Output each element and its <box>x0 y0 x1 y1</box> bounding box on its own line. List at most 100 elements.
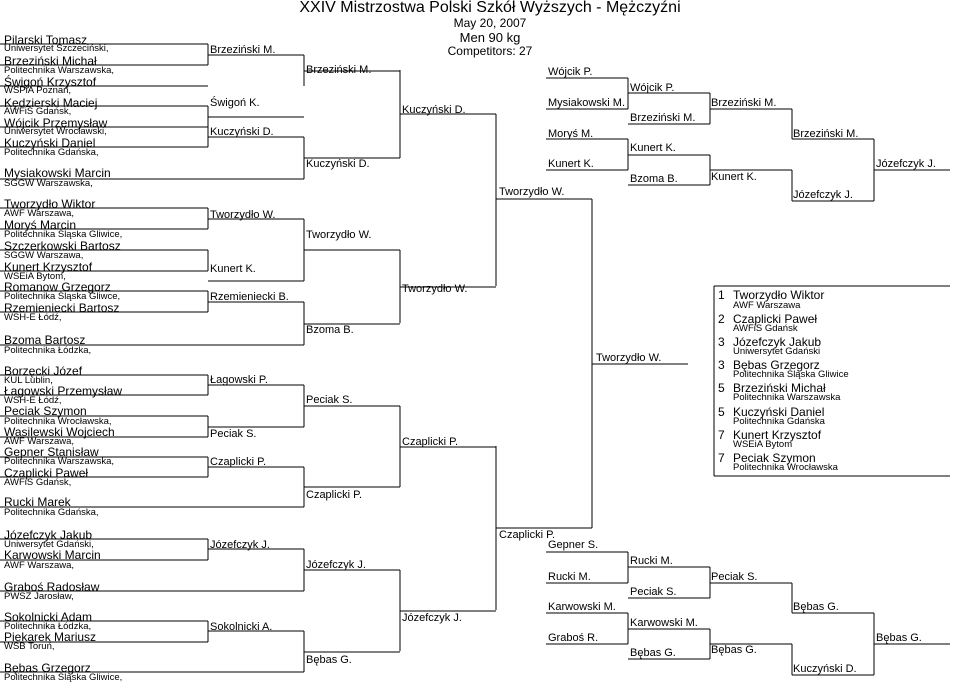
round1-winner[interactable]: Tworzydło W. <box>210 209 276 221</box>
competitor-name[interactable]: Szczerkowski Bartosz <box>4 239 121 253</box>
rank-place: 3 <box>718 335 725 349</box>
repechage-entry[interactable]: Brzeziński M. <box>793 128 859 140</box>
competitor-name[interactable]: Pilarski Tomasz <box>4 33 88 47</box>
repechage-entry[interactable]: Mysiakowski M. <box>548 97 626 109</box>
round1-winner[interactable]: Kuczyński D. <box>210 126 274 138</box>
round1-winner[interactable]: Czaplicki P. <box>210 456 267 468</box>
competitor-name[interactable]: Mysiakowski Marcin <box>4 166 111 180</box>
round2-winner[interactable]: Tworzydło W. <box>306 229 372 241</box>
rank-name: Czaplicki Paweł <box>733 312 818 326</box>
repechage-entry[interactable]: Gepner S. <box>548 539 599 551</box>
repechage-entry[interactable]: Bębas G. <box>630 647 676 659</box>
round3-winner[interactable]: Czaplicki P. <box>402 436 459 448</box>
competitor-name[interactable]: Bzoma Bartosz <box>4 333 86 347</box>
round3-winner[interactable]: Józefczyk J. <box>402 612 462 624</box>
repechage-entry[interactable]: Kunert K. <box>711 171 757 183</box>
repechage-entry[interactable]: Kuczyński D. <box>793 663 857 675</box>
round1-winner[interactable]: Kunert K. <box>210 263 256 275</box>
repechage-entry[interactable]: Bzoma B. <box>630 173 678 185</box>
rank-club: AWF Warszawa <box>733 300 801 311</box>
round2-winner[interactable]: Peciak S. <box>306 394 353 406</box>
rank-place: 1 <box>718 288 725 302</box>
repechage-entry[interactable]: Józefczyk J. <box>793 189 853 201</box>
round1-winner[interactable]: Świgoń K. <box>210 97 260 109</box>
round2-winner[interactable]: Bębas G. <box>306 654 352 666</box>
competitor-name[interactable]: Sokolnicki Adam <box>4 610 93 624</box>
repechage-entry[interactable]: Rucki M. <box>630 555 673 567</box>
repechage-entry[interactable]: Bębas G. <box>711 644 757 656</box>
round2-winner[interactable]: Czaplicki P. <box>306 489 363 501</box>
round2-winner[interactable]: Józefczyk J. <box>306 559 366 571</box>
repechage-entry[interactable]: Kunert K. <box>548 158 594 170</box>
rank-place: 3 <box>718 358 725 372</box>
competitor-club: Politechnika Warszawska, <box>4 456 114 467</box>
semifinal-winner[interactable]: Czaplicki P. <box>499 529 556 541</box>
round2-winner[interactable]: Bzoma B. <box>306 324 354 336</box>
semifinal-winner[interactable]: Tworzydło W. <box>499 186 565 198</box>
rank-place: 5 <box>718 381 725 395</box>
round1-winner[interactable]: Józefczyk J. <box>210 539 270 551</box>
repechage-entry[interactable]: Bębas G. <box>876 632 922 644</box>
competitor-club: AWFiS Gdańsk, <box>4 106 72 117</box>
rank-name: Bębas Grzegorz <box>733 358 820 372</box>
round3-winner[interactable]: Tworzydło W. <box>402 283 468 295</box>
competitor-club: Politechnika Śląska Gliwice, <box>4 229 123 240</box>
rank-name: Józefczyk Jakub <box>733 335 822 349</box>
competitor-club: Politechnika Łódzka, <box>4 345 92 356</box>
competitor-name[interactable]: Wasilewski Wojciech <box>4 425 115 439</box>
competitor-club: WSEiA Bytom, <box>4 271 66 282</box>
competitor-name[interactable]: Gepner Stanisław <box>4 445 99 459</box>
competitor-name[interactable]: Józefczyk Jakub <box>4 528 93 542</box>
competitor-name[interactable]: Moryś Marcin <box>4 218 77 232</box>
competitor-name[interactable]: Kędzierski Maciej <box>4 96 98 110</box>
competitor-name[interactable]: Kunert Krzysztof <box>4 260 93 274</box>
round1-winner[interactable]: Peciak S. <box>210 428 257 440</box>
competitor-name[interactable]: Wójcik Przemysław <box>4 116 108 130</box>
round2-winner[interactable]: Brzeziński M. <box>306 64 372 76</box>
tournament-title: XXIV Mistrzostwa Polski Szkół Wyższych -… <box>299 0 681 16</box>
competitor-name[interactable]: Świgoń Krzysztof <box>4 75 97 89</box>
competitor-name[interactable]: Graboś Radosław <box>4 580 100 594</box>
round2-winner[interactable]: Kuczyński D. <box>306 158 370 170</box>
round1-winner[interactable]: Łagowski P. <box>210 374 268 386</box>
competitor-name[interactable]: Romanow Grzegorz <box>4 280 111 294</box>
competitor-name[interactable]: Czaplicki Paweł <box>4 466 89 480</box>
repechage-entry[interactable]: Józefczyk J. <box>876 158 936 170</box>
repechage-entry[interactable]: Graboś R. <box>548 632 599 644</box>
competitor-name[interactable]: Tworzydło Wiktor <box>4 197 96 211</box>
rank-club: Politechnika Śląska Gliwice <box>733 369 849 380</box>
rank-club: Uniwersytet Gdański <box>733 346 821 357</box>
repechage-entry[interactable]: Peciak S. <box>711 571 758 583</box>
repechage-entry[interactable]: Moryś M. <box>548 128 594 140</box>
round1-winner[interactable]: Brzeziński M. <box>210 44 276 56</box>
competitor-name[interactable]: Bębas Grzegorz <box>4 661 91 675</box>
round1-winner[interactable]: Rzemieniecki B. <box>210 291 289 303</box>
repechage-entry[interactable]: Wójcik P. <box>630 82 675 94</box>
repechage-entry[interactable]: Brzeziński M. <box>711 97 777 109</box>
repechage-entry[interactable]: Bębas G. <box>793 601 839 613</box>
competitor-name[interactable]: Rzemieniecki Bartosz <box>4 301 120 315</box>
competitor-name[interactable]: Peciak Szymon <box>4 404 87 418</box>
round1-winner[interactable]: Sokolnicki A. <box>210 621 273 633</box>
competitor-club: WSH-E Łódź, <box>4 312 62 323</box>
competitor-name[interactable]: Piekarek Mariusz <box>4 630 97 644</box>
competitor-club: Politechnika Warszawska, <box>4 65 114 76</box>
round3-winner[interactable]: Kuczyński D. <box>402 104 466 116</box>
repechage-entry[interactable]: Brzeziński M. <box>630 112 696 124</box>
repechage-entry[interactable]: Kunert K. <box>630 142 676 154</box>
repechage-entry[interactable]: Karwowski M. <box>630 617 698 629</box>
competitor-club: SGGW Warszawa, <box>4 250 84 261</box>
competitor-name[interactable]: Borzęcki Józef <box>4 364 83 378</box>
competitor-name[interactable]: Łagowski Przemysław <box>4 384 123 398</box>
final-winner[interactable]: Tworzydło W. <box>596 352 662 364</box>
competitor-name[interactable]: Rucki Marek <box>4 495 71 509</box>
rank-name: Brzeziński Michał <box>733 381 826 395</box>
competitor-name[interactable]: Brzeziński Michał <box>4 54 97 68</box>
repechage-entry[interactable]: Karwowski M. <box>548 601 616 613</box>
repechage-entry[interactable]: Wójcik P. <box>548 66 593 78</box>
competitor-name[interactable]: Karwowski Marcin <box>4 548 101 562</box>
competitor-club: Politechnika Gdańska, <box>4 507 99 518</box>
competitor-name[interactable]: Kuczyński Daniel <box>4 136 96 150</box>
repechage-entry[interactable]: Peciak S. <box>630 586 677 598</box>
repechage-entry[interactable]: Rucki M. <box>548 571 591 583</box>
